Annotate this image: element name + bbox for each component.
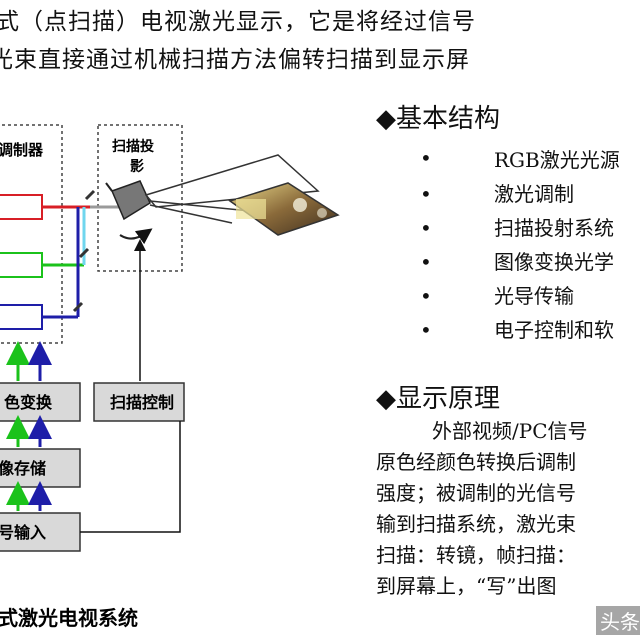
projected-image	[228, 182, 340, 236]
structure-title: ◆基本结构	[376, 104, 500, 134]
mirror-3	[72, 301, 84, 313]
structure-item-2: 激光调制	[494, 182, 574, 206]
bullet-dot: •	[420, 216, 432, 240]
structure-item-6: 电子控制和软	[494, 318, 614, 342]
principle-line-5: 扫描：转镜，帧扫描：	[376, 543, 576, 567]
structure-item-1: RGB激光光源	[494, 148, 620, 172]
principle-line-4: 输到扫描系统，激光束	[376, 512, 576, 536]
color-transform-box	[0, 382, 81, 422]
principle-line-3: 强度；被调制的光信号	[376, 481, 576, 505]
structure-item-3: 扫描投射系统	[494, 216, 614, 240]
principle-line-2: 原色经颜色转换后调制	[376, 450, 576, 474]
scan-control-label: 扫描控制	[110, 393, 174, 412]
projection-beam-top	[144, 154, 320, 208]
mirror-1	[84, 189, 96, 201]
scan-control-box	[93, 382, 185, 422]
principle-line-6: 到屏幕上，“写”出图	[376, 574, 557, 598]
image-storage-label: 像存储	[0, 459, 46, 478]
laser-tv-diagram: 调制器 扫描投 影 色变换 像存储 号输入 扫描控制	[0, 124, 340, 630]
scan-projection-label-1: 扫描投	[112, 138, 154, 155]
bullet-dot: •	[420, 146, 432, 170]
modulator-label: 调制器	[0, 141, 44, 159]
bullet-dot: •	[420, 318, 432, 342]
color-transform-label: 色变换	[4, 393, 53, 412]
blue-modulator	[0, 304, 43, 330]
red-modulator	[0, 194, 43, 220]
principle-line-1: 外部视频/PC信号	[432, 419, 588, 443]
bullet-dot: •	[420, 182, 432, 206]
green-modulator	[0, 252, 43, 278]
header-line-1: 式（点扫描）电视激光显示，它是将经过信号	[0, 9, 476, 35]
scanner-mirror	[110, 180, 151, 221]
mirror-2	[78, 247, 90, 259]
rotation-arrow	[119, 228, 153, 245]
principle-title: ◆显示原理	[376, 384, 500, 414]
structure-item-5: 光导传输	[494, 284, 574, 308]
bullet-dot: •	[420, 250, 432, 274]
diagram-caption: 式激光电视系统	[0, 606, 138, 630]
structure-item-4: 图像变换光学	[494, 250, 614, 274]
scan-projection-label-2: 影	[130, 159, 144, 175]
header-line-2: 光束直接通过机械扫描方法偏转扫描到显示屏	[0, 47, 470, 73]
bullet-dot: •	[420, 284, 432, 308]
watermark: 头条	[596, 606, 640, 635]
signal-input-label: 号输入	[0, 523, 46, 542]
